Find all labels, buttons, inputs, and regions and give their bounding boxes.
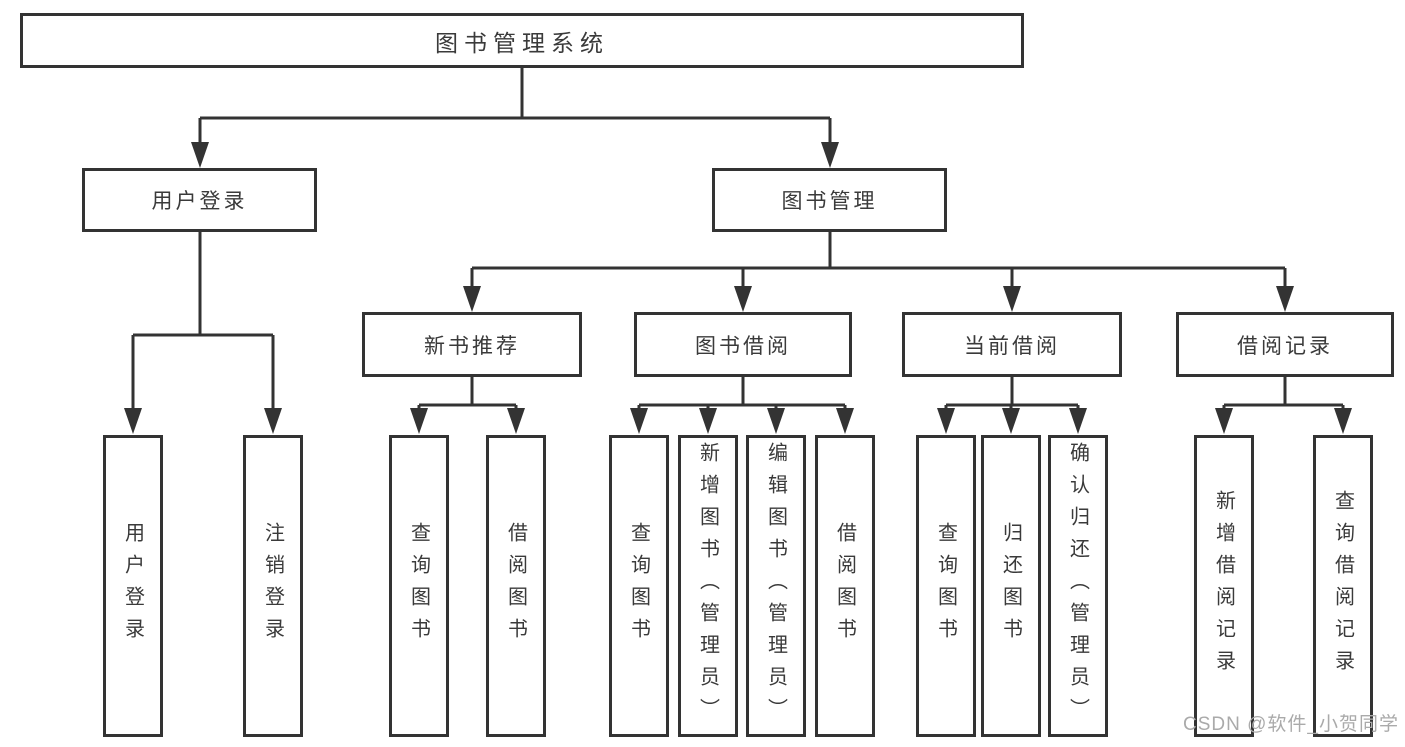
- leaf-borrow-add-books-admin: 新增图书（管理员）: [678, 435, 738, 737]
- node-new-book-recommend: 新书推荐: [362, 312, 582, 377]
- csdn-watermark: CSDN @软件_小贺同学: [1183, 714, 1399, 735]
- node-user-login-group: 用户登录: [82, 168, 317, 232]
- leaf-borrow-query-books: 查询图书: [609, 435, 669, 737]
- leaf-borrow-edit-books-admin: 编辑图书（管理员）: [746, 435, 806, 737]
- leaf-newbook-borrow-books: 借阅图书: [486, 435, 546, 737]
- node-library-management-system: 图书管理系统: [20, 13, 1024, 68]
- node-book-management-group: 图书管理: [712, 168, 947, 232]
- node-book-borrow: 图书借阅: [634, 312, 852, 377]
- leaf-user-login: 用户登录: [103, 435, 163, 737]
- leaf-logout: 注销登录: [243, 435, 303, 737]
- arrowheads: [124, 142, 1352, 434]
- leaf-current-query-books: 查询图书: [916, 435, 976, 737]
- leaf-newbook-query-books: 查询图书: [389, 435, 449, 737]
- node-borrow-records: 借阅记录: [1176, 312, 1394, 377]
- leaf-records-query-record: 查询借阅记录: [1313, 435, 1373, 737]
- leaf-current-return-books: 归还图书: [981, 435, 1041, 737]
- leaf-current-confirm-return-admin: 确认归还（管理员）: [1048, 435, 1108, 737]
- node-current-borrow: 当前借阅: [902, 312, 1122, 377]
- leaf-records-add-record: 新增借阅记录: [1194, 435, 1254, 737]
- leaf-borrow-borrow-books: 借阅图书: [815, 435, 875, 737]
